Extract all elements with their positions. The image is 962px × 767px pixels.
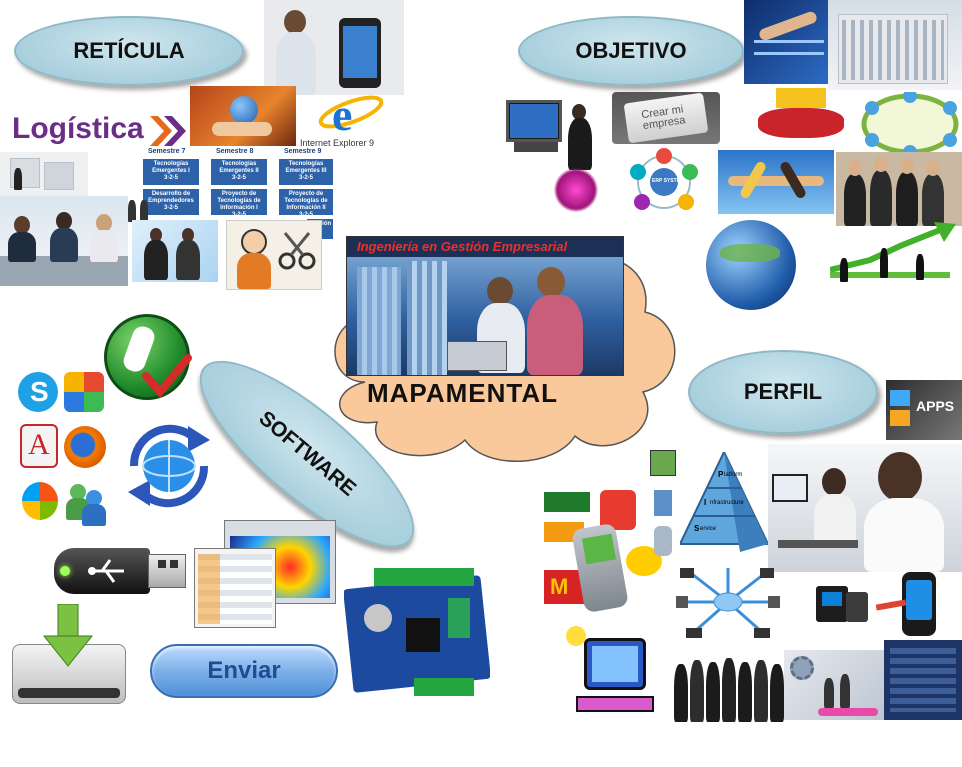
pyramid-word-platform: latform bbox=[724, 472, 743, 478]
ie-label: Internet Explorer 9 bbox=[300, 138, 375, 148]
svg-text:e: e bbox=[332, 90, 352, 136]
network-diagram-image bbox=[676, 562, 780, 642]
download-arrow-icon bbox=[42, 604, 94, 667]
logistica-logo: Logística bbox=[12, 108, 192, 152]
windows-icon bbox=[22, 482, 58, 520]
chevron-right-icon bbox=[150, 116, 186, 146]
circuit-board-image bbox=[344, 568, 490, 702]
node-perfil[interactable]: PERFIL bbox=[688, 350, 878, 434]
cycle-diagram bbox=[858, 92, 962, 156]
cycle-icon bbox=[861, 92, 959, 156]
meeting-image bbox=[0, 196, 128, 286]
servers-image bbox=[646, 450, 680, 560]
handshake-image bbox=[132, 220, 218, 282]
runner-check-icon bbox=[102, 312, 194, 404]
team-photo-image bbox=[670, 646, 788, 722]
key-crear-empresa-image: Crear mi empresa bbox=[612, 92, 720, 144]
meeting-table-diagram bbox=[748, 88, 854, 146]
pis-pyramid-image: P latform I nfrastructure S ervice bbox=[680, 452, 768, 552]
central-banner-title: Ingeniería en Gestión Empresarial bbox=[357, 239, 568, 254]
acrobat-icon bbox=[20, 424, 58, 468]
erp-cycle-icon bbox=[630, 148, 698, 210]
semester-7-label: Semestre 7 bbox=[148, 148, 186, 155]
office-icon bbox=[64, 372, 104, 412]
central-cloud-label: MAPAMENTAL bbox=[367, 378, 559, 408]
apps-image: APPS bbox=[886, 380, 962, 440]
scissors-icon bbox=[278, 232, 316, 270]
pyramid-letter-p: P bbox=[718, 470, 724, 479]
pyramid-word-infrastructure: nfrastructure bbox=[710, 500, 744, 506]
firefox-icon bbox=[64, 426, 106, 468]
node-objetivo[interactable]: OBJETIVO bbox=[518, 16, 744, 86]
m-logo-icon: M bbox=[550, 574, 569, 599]
gears-people-image bbox=[784, 650, 884, 720]
central-banner-image: Ingeniería en Gestión Empresarial bbox=[346, 236, 624, 376]
erp-diagram: ERP SYSTEM bbox=[612, 148, 716, 216]
hands-together-image bbox=[718, 150, 834, 214]
puzzle-image bbox=[0, 152, 88, 198]
globe-growth-image bbox=[700, 214, 962, 314]
pyramid-word-service: ervice bbox=[700, 526, 717, 532]
semester-box: Proyecto de Tecnologías de Información I… bbox=[278, 188, 334, 218]
semester-9-label: Semestre 9 bbox=[284, 148, 322, 155]
refresh-arrows-icon bbox=[128, 424, 210, 508]
send-button-label: Enviar bbox=[207, 657, 281, 684]
checkmark-icon bbox=[142, 354, 192, 399]
ink-cartridge-image bbox=[810, 576, 872, 628]
download-drive-icon bbox=[10, 604, 130, 708]
mobile-phone-image bbox=[876, 568, 962, 648]
growth-arrow-icon bbox=[830, 222, 956, 273]
pyramid-letter-i: I bbox=[704, 498, 707, 507]
computer-cartoon-image bbox=[564, 624, 672, 720]
send-button[interactable]: Enviar bbox=[150, 644, 338, 698]
pyramid-icon bbox=[680, 452, 768, 552]
group-photo-image bbox=[836, 152, 962, 226]
pos-terminal-image bbox=[494, 96, 604, 176]
signing-hand-image bbox=[744, 0, 828, 84]
semester-box: Proyecto de Tecnologías de Información I… bbox=[210, 188, 268, 218]
pyramid-letter-s: S bbox=[694, 524, 700, 533]
computer-lab-image bbox=[768, 444, 962, 572]
usb-symbol-icon bbox=[88, 559, 124, 583]
apps-label: APPS bbox=[916, 398, 955, 414]
skype-icon bbox=[18, 372, 58, 412]
building-image bbox=[828, 0, 962, 90]
network-hub-icon bbox=[676, 568, 780, 638]
neuron-image bbox=[540, 156, 612, 222]
node-reticula-label: RETÍCULA bbox=[73, 38, 185, 63]
business-people-image bbox=[124, 192, 154, 222]
erp-label: ERP SYSTEM bbox=[652, 178, 685, 184]
phone-woman-image bbox=[264, 0, 404, 95]
usb-drive-image bbox=[54, 540, 188, 600]
logistica-label: Logística bbox=[12, 112, 144, 145]
internet-explorer-icon: e bbox=[318, 90, 384, 136]
node-reticula[interactable]: RETÍCULA bbox=[14, 16, 244, 86]
cartoon-image bbox=[226, 220, 322, 290]
node-objetivo-label: OBJETIVO bbox=[575, 38, 687, 63]
internet-explorer-logo: e Internet Explorer 9 bbox=[300, 90, 402, 150]
globe-hand-image bbox=[190, 86, 296, 146]
semester-8-label: Semestre 8 bbox=[216, 148, 254, 155]
sync-globe-icon bbox=[114, 418, 224, 514]
software-screens-image bbox=[194, 520, 340, 632]
node-perfil-label: PERFIL bbox=[743, 379, 823, 404]
program-icons-grid: S A bbox=[18, 368, 108, 530]
document-table-image bbox=[884, 640, 962, 720]
messenger-icon bbox=[66, 482, 106, 526]
